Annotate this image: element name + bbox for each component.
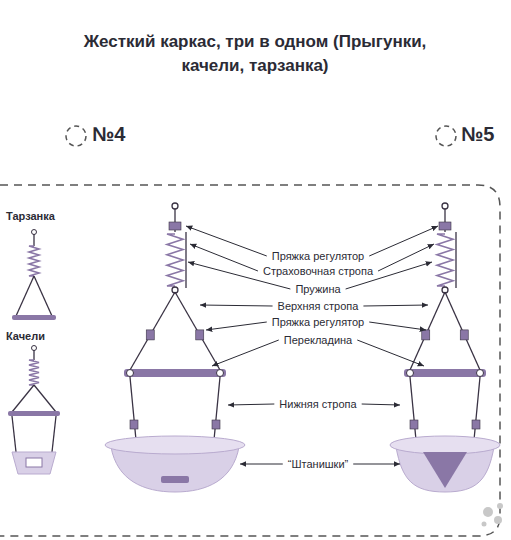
part-label: Верхняя стропа xyxy=(276,300,361,312)
jumper-figure xyxy=(390,203,500,492)
leader-arrow xyxy=(369,322,426,330)
option-circle xyxy=(66,126,86,146)
leader-arrow xyxy=(357,340,424,366)
title: Жесткий каркас, три в одном (Прыгунки, к… xyxy=(55,30,455,78)
tarzanka-figure xyxy=(12,230,56,321)
watermark-dots xyxy=(482,503,504,527)
part-label: Пряжка регулятор xyxy=(270,316,366,328)
leader-arrow xyxy=(186,226,267,256)
part-label: “Штанишки” xyxy=(286,458,350,470)
leader-arrow xyxy=(369,226,438,256)
leader-arrow xyxy=(363,305,428,306)
leader-arrow xyxy=(212,340,279,366)
leader-arrow xyxy=(378,244,434,271)
part-label: Пряжка регулятор xyxy=(270,250,366,262)
leader-arrow xyxy=(353,464,400,465)
leader-arrow xyxy=(362,404,400,405)
option-circle xyxy=(436,126,456,146)
leader-arrow xyxy=(190,244,258,271)
part-label: Пружина xyxy=(293,283,342,295)
mode-label: Тарзанка xyxy=(6,210,55,222)
dashed-frame xyxy=(0,185,500,536)
leader-arrow xyxy=(240,464,283,465)
part-label: Перекладина xyxy=(282,334,355,346)
jumper-figure xyxy=(105,203,245,492)
part-label: Нижняя стропа xyxy=(277,398,358,410)
leader-arrow xyxy=(200,305,273,306)
leader-arrow xyxy=(228,404,274,405)
option-number: №5 xyxy=(461,123,494,146)
mode-label: Качели xyxy=(6,330,45,342)
leader-arrow xyxy=(206,322,267,330)
option-number: №4 xyxy=(92,123,125,146)
part-label: Страховочная стропа xyxy=(261,265,375,277)
swing-figure xyxy=(8,346,60,475)
